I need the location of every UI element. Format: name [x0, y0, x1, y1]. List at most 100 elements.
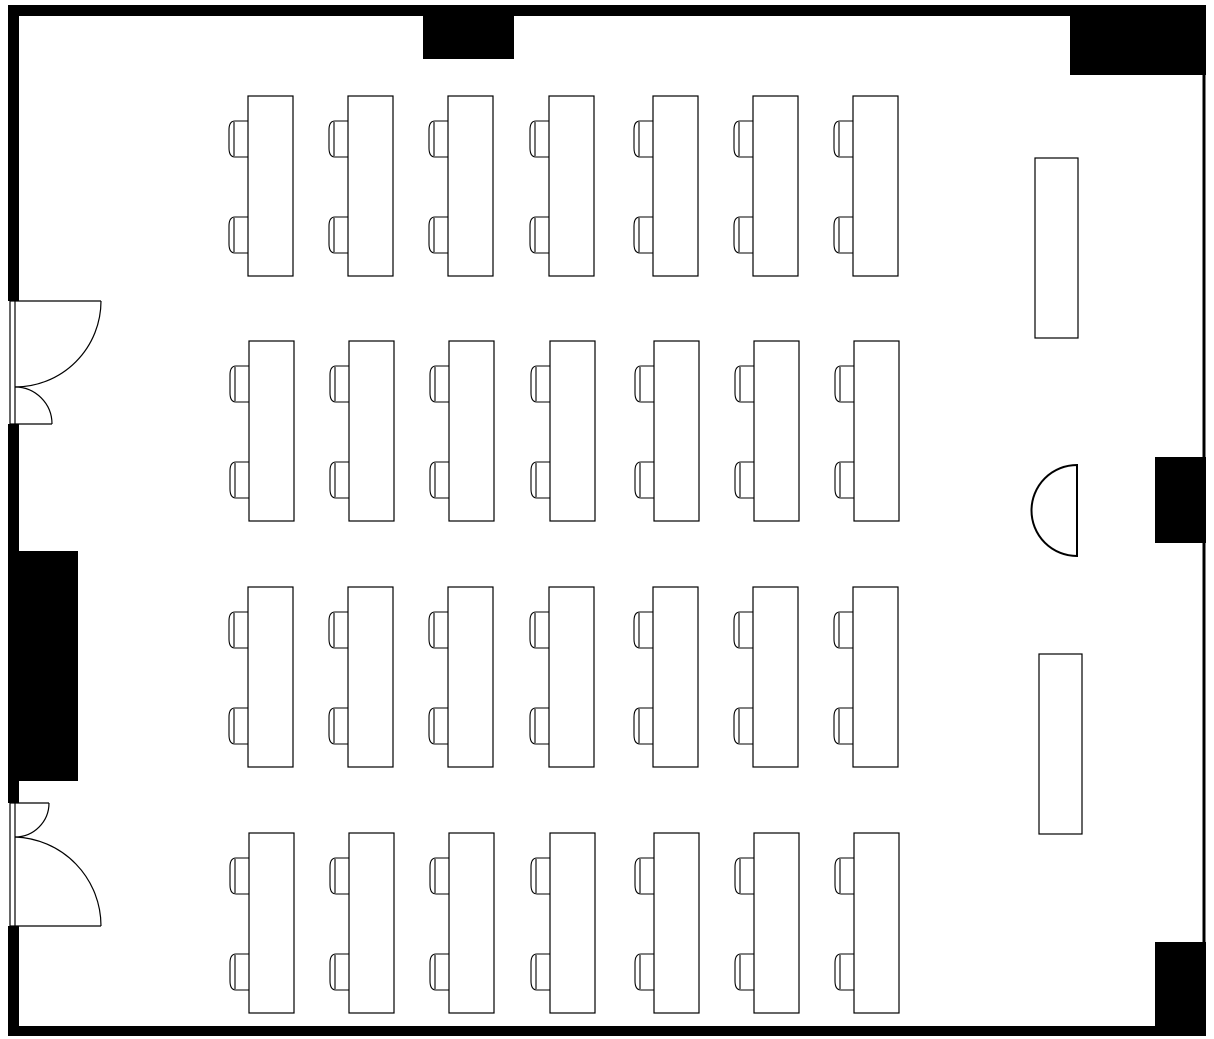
table-top — [549, 832, 596, 1014]
student-table — [328, 95, 394, 277]
student-table — [329, 832, 395, 1014]
wall-top — [8, 5, 1206, 16]
student-table — [834, 832, 900, 1014]
wall-left-lower — [8, 926, 19, 1036]
table-top — [653, 832, 700, 1014]
chair — [733, 707, 753, 745]
table-top — [753, 340, 800, 522]
table-top — [248, 340, 295, 522]
chair — [634, 953, 654, 991]
chair — [228, 216, 248, 254]
columns — [8, 14, 1206, 1028]
chair — [634, 365, 654, 403]
chair — [530, 857, 550, 895]
chair — [229, 461, 249, 499]
chair — [529, 216, 549, 254]
student-table — [530, 340, 596, 522]
front-table-upper — [1034, 157, 1079, 339]
table-top — [447, 95, 494, 277]
student-table — [633, 95, 699, 277]
chair — [833, 120, 853, 158]
chair — [734, 953, 754, 991]
student-table — [228, 586, 294, 768]
chair — [328, 611, 348, 649]
lectern — [1030, 463, 1078, 558]
chair — [733, 120, 753, 158]
chair — [530, 953, 550, 991]
table-top — [248, 832, 295, 1014]
table-top — [247, 95, 294, 277]
table-top — [852, 586, 899, 768]
chair — [633, 707, 653, 745]
column-top-right — [1070, 14, 1206, 75]
student-table — [734, 832, 800, 1014]
student-table — [229, 832, 295, 1014]
student-table — [329, 340, 395, 522]
chair — [329, 461, 349, 499]
student-table — [429, 832, 495, 1014]
student-table — [833, 586, 899, 768]
wall-bottom — [8, 1026, 1206, 1036]
table-top — [852, 95, 899, 277]
chair — [833, 707, 853, 745]
chair — [328, 707, 348, 745]
chair — [834, 461, 854, 499]
table-top — [753, 832, 800, 1014]
door-frame — [9, 300, 16, 425]
student-table — [633, 586, 699, 768]
chair — [834, 857, 854, 895]
table-top — [347, 586, 394, 768]
chair — [529, 120, 549, 158]
student-table — [734, 340, 800, 522]
chair — [329, 365, 349, 403]
front-table-lower — [1038, 653, 1083, 835]
student-table — [833, 95, 899, 277]
chair — [633, 216, 653, 254]
chair — [734, 365, 754, 403]
student-table — [328, 586, 394, 768]
chair — [529, 611, 549, 649]
chair — [429, 461, 449, 499]
chair — [529, 707, 549, 745]
chair — [228, 120, 248, 158]
table-top — [448, 340, 495, 522]
chair — [833, 611, 853, 649]
door-swing-large — [14, 300, 102, 388]
chair — [733, 611, 753, 649]
wall-left-upper — [8, 5, 19, 301]
chair — [328, 216, 348, 254]
chair — [530, 461, 550, 499]
chair — [633, 611, 653, 649]
chair — [734, 857, 754, 895]
column-right-middle — [1155, 457, 1206, 543]
table-top — [548, 95, 595, 277]
student-table — [428, 586, 494, 768]
student-table — [834, 340, 900, 522]
table-top — [853, 832, 900, 1014]
table-top — [448, 832, 495, 1014]
chair — [428, 611, 448, 649]
table-top — [247, 586, 294, 768]
column-top-middle — [423, 14, 514, 59]
chair — [228, 611, 248, 649]
door-frame — [9, 802, 16, 927]
chair — [228, 707, 248, 745]
student-table — [529, 586, 595, 768]
column-left-middle — [8, 551, 78, 781]
chair — [229, 953, 249, 991]
chair — [634, 857, 654, 895]
student-table — [428, 95, 494, 277]
chair — [429, 953, 449, 991]
chair — [429, 857, 449, 895]
chair — [734, 461, 754, 499]
door-swing-small — [14, 802, 50, 838]
table-top — [347, 95, 394, 277]
table-top — [652, 586, 699, 768]
column-bottom-right — [1155, 942, 1206, 1028]
chair — [229, 365, 249, 403]
chair — [834, 953, 854, 991]
door-swing-small — [14, 386, 53, 425]
table-top — [853, 340, 900, 522]
chair — [530, 365, 550, 403]
